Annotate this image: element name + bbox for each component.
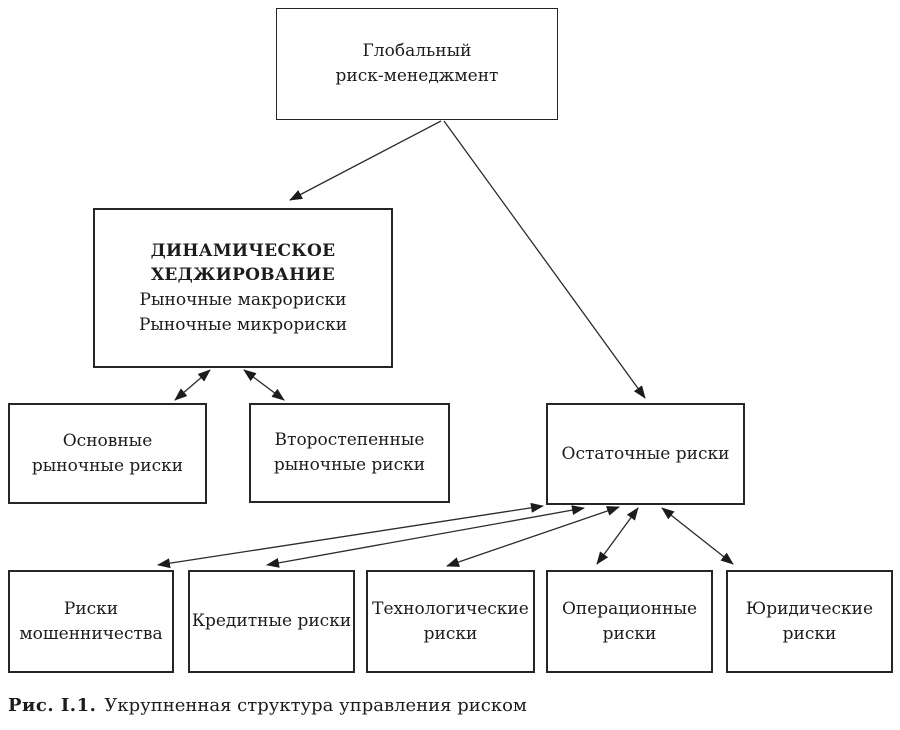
arrow-global-to-hedging: [289, 120, 442, 201]
node-secondary-label: Второстепенные рыночные риски: [273, 430, 426, 475]
arrow-residual-tech: [446, 506, 620, 567]
node-main-market-risks: Основные рыночные риски: [8, 403, 207, 504]
node-hedging-title: ДИНАМИЧЕСКОЕ ХЕДЖИРОВАНИЕ: [150, 240, 336, 286]
node-global-risk-management: Глобальный риск-менеджмент: [276, 8, 558, 120]
arrow-global-to-residual: [443, 120, 646, 399]
figure-caption-text: Укрупненная структура управления риском: [104, 695, 527, 716]
node-fraud-label: Риски мошенничества: [19, 598, 163, 644]
figure-caption: Рис. I.1. Укрупненная структура управлени…: [8, 694, 527, 717]
node-credit-risks: Кредитные риски: [188, 570, 355, 673]
arrow-residual-operational: [596, 507, 639, 565]
arrow-residual-credit: [266, 505, 585, 568]
arrow-residual-fraud: [157, 502, 544, 569]
node-legal-risks: Юридические риски: [726, 570, 893, 673]
node-tech-label: Технологические риски: [372, 598, 529, 644]
node-hedging-micro-line: Рыночные микрориски: [138, 314, 348, 335]
node-fraud-risks: Риски мошенничества: [8, 570, 174, 673]
node-legal-label: Юридические риски: [745, 598, 874, 644]
node-operational-label: Операционные риски: [561, 598, 698, 644]
figure-caption-number: Рис. I.1.: [8, 695, 97, 716]
node-residual-label: Остаточные риски: [561, 443, 730, 464]
node-dynamic-hedging: ДИНАМИЧЕСКОЕ ХЕДЖИРОВАНИЕ Рыночные макро…: [93, 208, 393, 368]
node-technological-risks: Технологические риски: [366, 570, 535, 673]
node-global-label: Глобальный риск-менеджмент: [335, 41, 499, 86]
node-operational-risks: Операционные риски: [546, 570, 713, 673]
node-credit-label: Кредитные риски: [191, 611, 352, 632]
node-residual-risks: Остаточные риски: [546, 403, 745, 505]
node-hedging-macro-line: Рыночные макрориски: [139, 290, 347, 310]
arrow-hedging-main-market: [174, 369, 211, 401]
arrow-residual-legal: [661, 507, 734, 565]
node-main-market-label: Основные рыночные риски: [31, 430, 184, 476]
node-secondary-market-risks: Второстепенные рыночные риски: [249, 403, 450, 503]
arrow-hedging-secondary: [243, 369, 285, 401]
